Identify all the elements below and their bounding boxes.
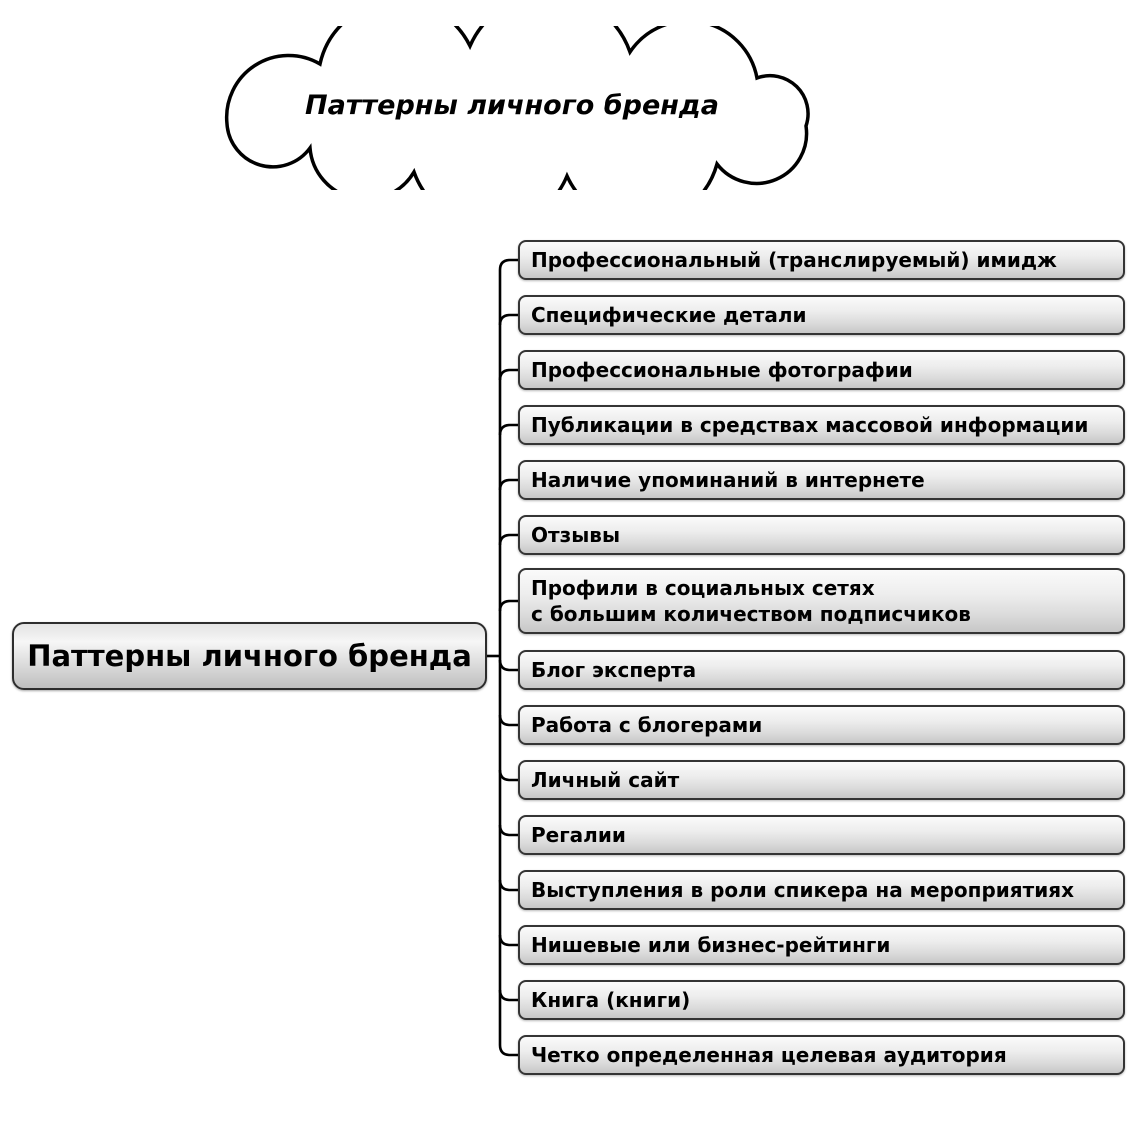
branch-node-label: Отзывы — [531, 523, 621, 547]
branch-node-label: Профили в социальных сетях с большим кол… — [531, 576, 971, 626]
branch-node-label: Работа с блогерами — [531, 713, 763, 737]
branch-node[interactable]: Отзывы — [518, 515, 1125, 555]
connector-path — [498, 478, 518, 491]
connector-path — [498, 989, 518, 1002]
branch-node-label: Нишевые или бизнес-рейтинги — [531, 933, 891, 957]
branch-node[interactable]: Специфические детали — [518, 295, 1125, 335]
branch-node[interactable]: Выступления в роли спикера на мероприяти… — [518, 870, 1125, 910]
branch-node-label: Личный сайт — [531, 768, 680, 792]
branch-node[interactable]: Профессиональный (транслируемый) имидж — [518, 240, 1125, 280]
root-node[interactable]: Паттерны личного бренда — [12, 622, 487, 690]
branch-node-label: Наличие упоминаний в интернете — [531, 468, 925, 492]
branch-node-label: Публикации в средствах массовой информац… — [531, 413, 1089, 437]
connector-path — [498, 423, 518, 436]
branch-node-label: Профессиональный (транслируемый) имидж — [531, 248, 1057, 272]
branch-node-label: Регалии — [531, 823, 626, 847]
connector-path — [498, 258, 518, 1057]
root-node-label: Паттерны личного бренда — [27, 639, 472, 673]
branch-node[interactable]: Книга (книги) — [518, 980, 1125, 1020]
connector-path — [498, 368, 518, 381]
connector-path — [498, 313, 518, 326]
cloud-title: Паттерны личного бренда — [305, 90, 719, 121]
connector-path — [498, 599, 518, 612]
branch-node-label: Профессиональные фотографии — [531, 358, 913, 382]
branch-node[interactable]: Четко определенная целевая аудитория — [518, 1035, 1125, 1075]
branch-node[interactable]: Работа с блогерами — [518, 705, 1125, 745]
branch-node-label: Четко определенная целевая аудитория — [531, 1043, 1007, 1067]
branch-node[interactable]: Личный сайт — [518, 760, 1125, 800]
cloud-outline — [224, 26, 810, 190]
branch-node[interactable]: Профили в социальных сетях с большим кол… — [518, 568, 1125, 634]
branch-node[interactable]: Нишевые или бизнес-рейтинги — [518, 925, 1125, 965]
branch-node[interactable]: Блог эксперта — [518, 650, 1125, 690]
branch-node-label: Выступления в роли спикера на мероприяти… — [531, 878, 1074, 902]
connector-path — [498, 824, 518, 837]
connector-path — [498, 714, 518, 727]
connector-path — [498, 879, 518, 892]
branch-node[interactable]: Профессиональные фотографии — [518, 350, 1125, 390]
connector-path — [498, 533, 518, 546]
connector-path — [498, 769, 518, 782]
branch-node-label: Книга (книги) — [531, 988, 691, 1012]
branch-node[interactable]: Регалии — [518, 815, 1125, 855]
branch-node-label: Специфические детали — [531, 303, 807, 327]
branch-node[interactable]: Публикации в средствах массовой информац… — [518, 405, 1125, 445]
branch-node-label: Блог эксперта — [531, 658, 697, 682]
branch-node[interactable]: Наличие упоминаний в интернете — [518, 460, 1125, 500]
connector-path — [498, 934, 518, 947]
connector-path — [498, 659, 518, 672]
cloud-shape[interactable]: Паттерны личного бренда — [202, 26, 834, 190]
